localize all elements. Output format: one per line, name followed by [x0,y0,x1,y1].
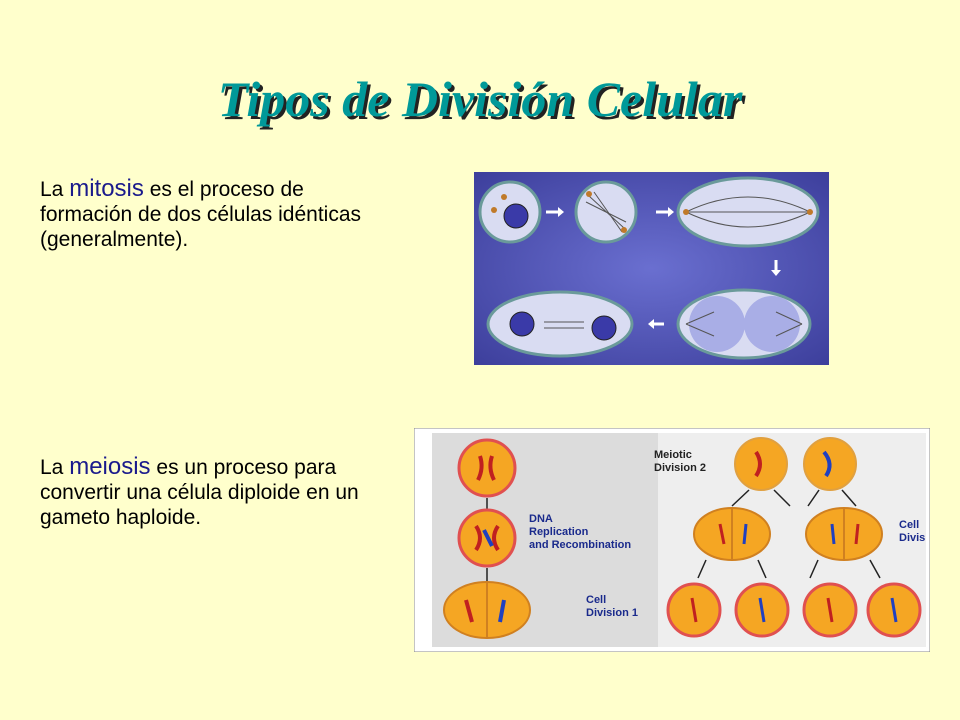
meiosis-prefix: La [40,456,70,479]
label-division-2: Division 2 [654,462,706,474]
label-replication: Replication [529,526,589,538]
slide-title: Tipos de División Celular [217,71,743,127]
label-cell-1: Cell [586,594,606,606]
meiosis-keyword: meiosis [69,453,151,480]
label-division-2b: Divis [899,532,925,544]
meiosis-text: es un proceso para convertir una célula … [40,456,359,529]
mitosis-illustration [474,172,829,365]
mitosis-paragraph: La mitosis es el proceso de formación de… [40,176,400,252]
label-cell-2: Cell [899,519,919,531]
meiosis-illustration: DNA Replication and Recombination Cell D… [414,428,930,652]
mitosis-text: es el proceso de formación de dos célula… [40,178,362,251]
label-division-1: Division 1 [586,607,638,619]
mitosis-prefix: La [40,178,70,201]
label-meiotic: Meiotic [654,449,692,461]
label-dna: DNA [529,513,553,525]
meiosis-paragraph: La meiosis es un proceso para convertir … [40,454,400,530]
label-recombination: and Recombination [529,539,631,551]
mitosis-keyword: mitosis [69,175,144,202]
